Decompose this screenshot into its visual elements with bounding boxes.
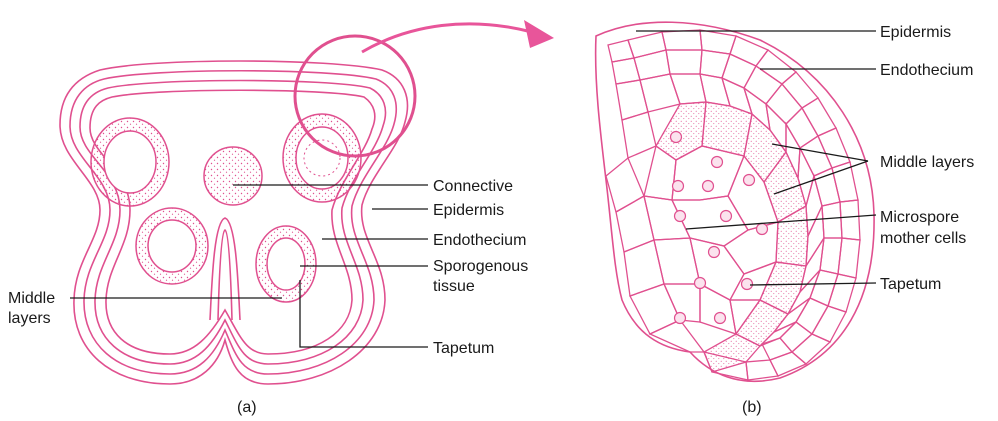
magnifier-arrow — [362, 24, 532, 52]
label-tapetum-b: Tapetum — [880, 276, 941, 293]
caption-a: (a) — [237, 399, 257, 416]
anther-wall-layers — [60, 61, 407, 384]
label-sporogenous-2: tissue — [433, 278, 475, 295]
label-epidermis-b: Epidermis — [880, 24, 951, 41]
label-epidermis-a: Epidermis — [433, 202, 504, 219]
magnifier-arrowhead — [524, 20, 554, 48]
panel-a-leader-lines — [70, 185, 428, 347]
label-endothecium-b: Endothecium — [880, 62, 973, 79]
anther-wall-section — [596, 22, 876, 381]
tapetum-cells — [656, 102, 808, 372]
label-microspore-2: mother cells — [880, 230, 966, 247]
pollen-sacs — [91, 114, 361, 302]
label-middle-layers-2: layers — [8, 310, 51, 327]
label-connective: Connective — [433, 178, 513, 195]
label-endothecium-a: Endothecium — [433, 232, 526, 249]
label-middle-layers-1: Middle — [8, 290, 55, 307]
label-tapetum-a: Tapetum — [433, 340, 494, 357]
label-microspore-1: Microspore — [880, 209, 959, 226]
connective-tissue — [204, 147, 262, 205]
label-middle-layers-b: Middle layers — [880, 154, 974, 171]
label-sporogenous-1: Sporogenous — [433, 258, 528, 275]
central-septum — [210, 218, 240, 320]
panel-a-labels: Connective Epidermis Endothecium Sporoge… — [8, 178, 528, 416]
caption-b: (b) — [742, 399, 762, 416]
